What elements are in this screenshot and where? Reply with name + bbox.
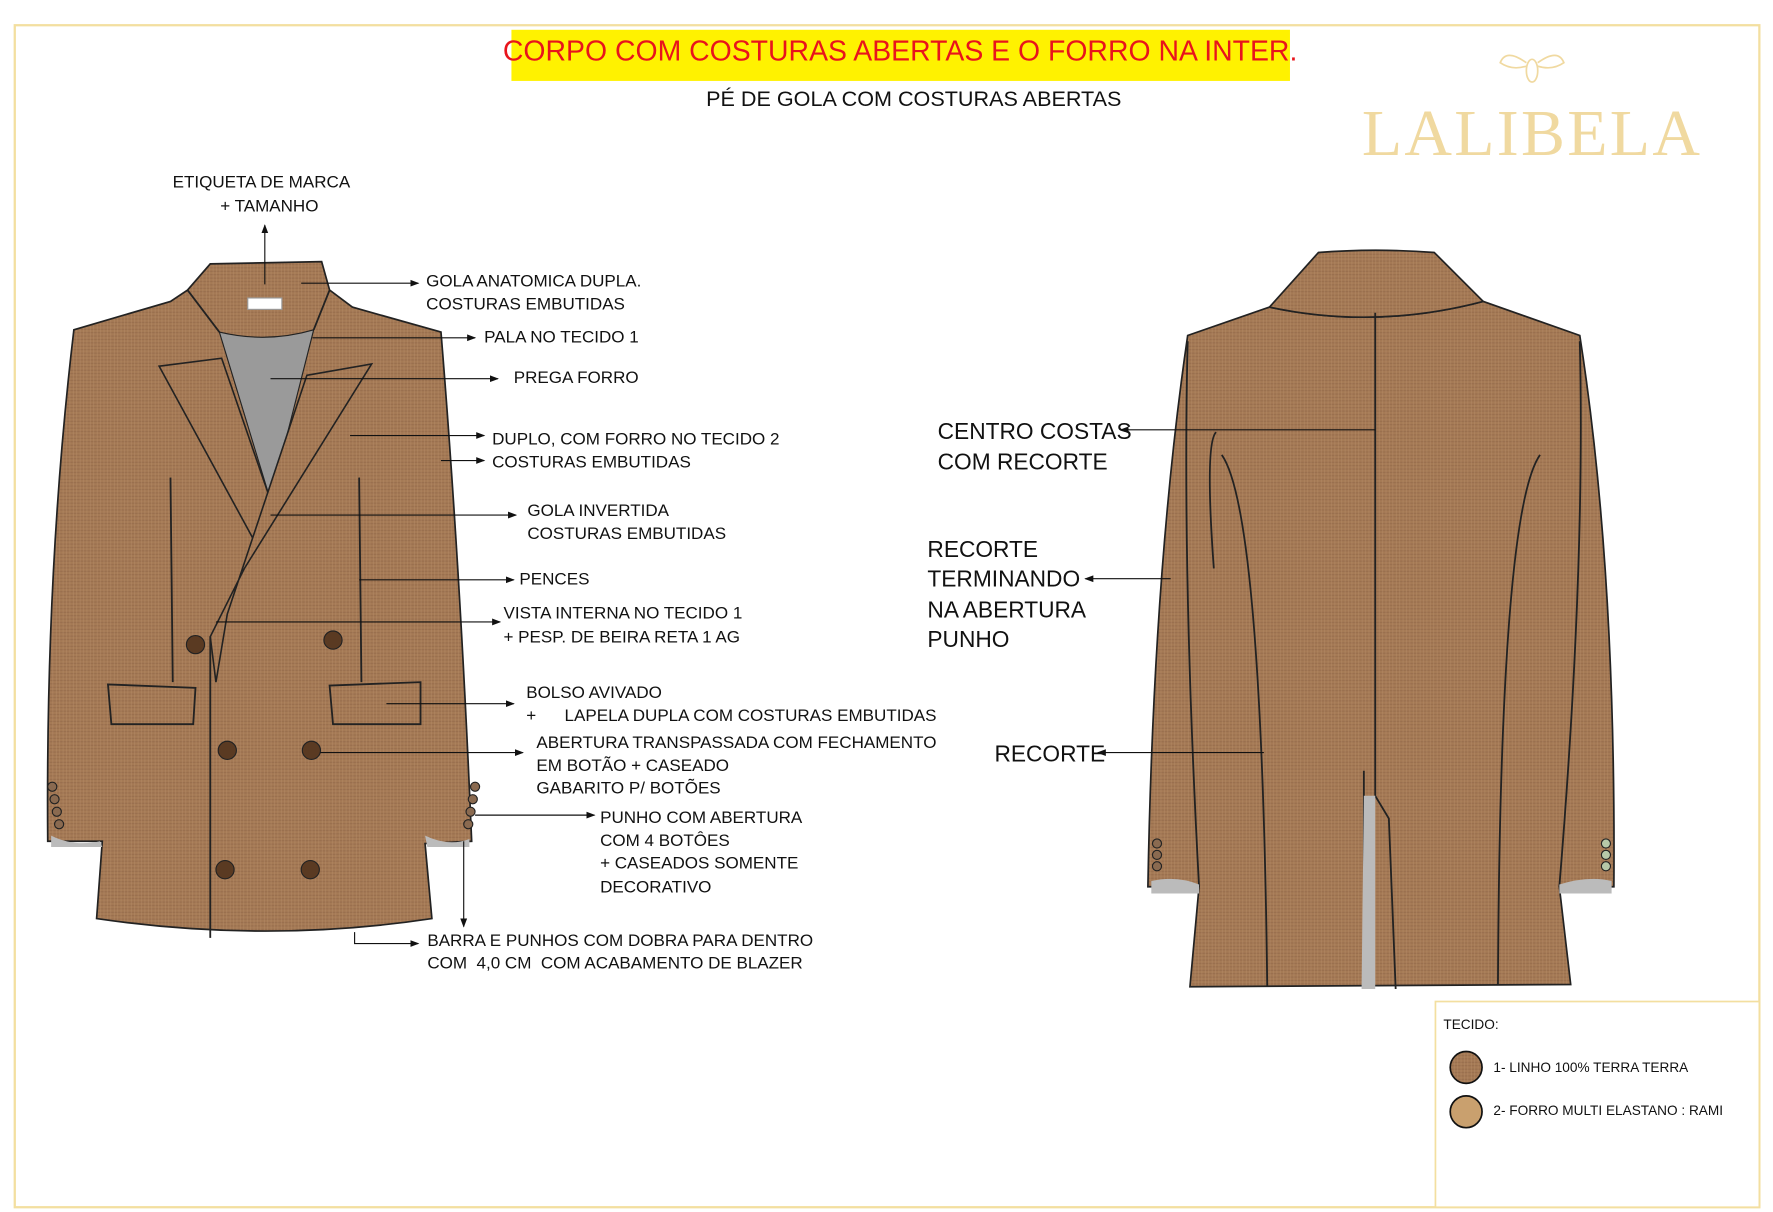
label-etiqueta-2: + TAMANHO bbox=[220, 197, 318, 216]
label-abertura-3: GABARITO P/ BOTÕES bbox=[536, 778, 720, 798]
label-punho-2: COM 4 BOTÔES bbox=[600, 831, 730, 850]
label-duplo-2: COSTURAS EMBUTIDAS bbox=[492, 452, 691, 471]
legend-title: TECIDO: bbox=[1443, 1017, 1498, 1032]
front-jacket-drawing bbox=[46, 260, 481, 938]
label-recorte-punho-1: RECORTE bbox=[927, 536, 1038, 562]
legend-item-2: 2- FORRO MULTI ELASTANO : RAMI bbox=[1493, 1103, 1723, 1118]
swatch-linho bbox=[1449, 1050, 1483, 1085]
label-recorte: RECORTE bbox=[994, 741, 1105, 767]
label-recorte-punho-4: PUNHO bbox=[927, 626, 1009, 652]
label-gola-anatomica-2: COSTURAS EMBUTIDAS bbox=[426, 294, 625, 313]
label-duplo-1: DUPLO, COM FORRO NO TECIDO 2 bbox=[492, 430, 779, 449]
page-border bbox=[13, 24, 1761, 1209]
label-etiqueta-1: ETIQUETA DE MARCA bbox=[173, 173, 351, 192]
label-pala: PALA NO TECIDO 1 bbox=[484, 327, 639, 346]
legend-item-1: 1- LINHO 100% TERRA TERRA bbox=[1493, 1060, 1689, 1075]
label-gola-anatomica-1: GOLA ANATOMICA DUPLA. bbox=[426, 272, 641, 291]
label-barra-1: BARRA E PUNHOS COM DOBRA PARA DENTRO bbox=[427, 931, 813, 950]
swatch-forro bbox=[1449, 1094, 1483, 1129]
banner-bg bbox=[511, 29, 1290, 81]
label-punho-4: DECORATIVO bbox=[600, 877, 711, 896]
label-prega: PREGA FORRO bbox=[514, 368, 639, 387]
label-abertura-1: ABERTURA TRANSPASSADA COM FECHAMENTO bbox=[536, 733, 936, 752]
label-recorte-punho-2: TERMINANDO bbox=[927, 566, 1080, 592]
label-gola-invertida-1: GOLA INVERTIDA bbox=[527, 501, 669, 520]
label-vista-1: VISTA INTERNA NO TECIDO 1 bbox=[503, 604, 742, 623]
label-pences: PENCES bbox=[519, 569, 589, 588]
label-barra-2: COM 4,0 CM COM ACABAMENTO DE BLAZER bbox=[427, 954, 802, 973]
label-centro-1: CENTRO COSTAS bbox=[938, 418, 1132, 444]
label-gola-invertida-2: COSTURAS EMBUTIDAS bbox=[527, 524, 726, 543]
subtitle: PÉ DE GOLA COM COSTURAS ABERTAS bbox=[706, 86, 1121, 111]
back-labels: CENTRO COSTAS COM RECORTE RECORTE TERMIN… bbox=[927, 418, 1131, 767]
label-bolso-2: + LAPELA DUPLA COM COSTURAS EMBUTIDAS bbox=[526, 706, 936, 725]
banner-title: CORPO COM COSTURAS ABERTAS E O FORRO NA … bbox=[503, 35, 1297, 67]
label-recorte-punho-3: NA ABERTURA bbox=[927, 596, 1087, 622]
label-centro-2: COM RECORTE bbox=[938, 449, 1108, 475]
front-labels: ETIQUETA DE MARCA + TAMANHO GOLA ANATOMI… bbox=[173, 173, 937, 973]
fabric-legend: TECIDO: 1- LINHO 100% TERRA TERRA 2- FOR… bbox=[1434, 1000, 1761, 1209]
back-jacket-drawing bbox=[1147, 249, 1615, 990]
label-bolso-1: BOLSO AVIVADO bbox=[526, 683, 662, 702]
label-abertura-2: EM BOTÃO + CASEADO bbox=[536, 755, 729, 775]
label-vista-2: + PESP. DE BEIRA RETA 1 AG bbox=[503, 627, 739, 646]
label-punho-3: + CASEADOS SOMENTE bbox=[600, 854, 798, 873]
bee-icon bbox=[1499, 54, 1565, 83]
back-leader-lines bbox=[1084, 426, 1376, 757]
front-leader-lines bbox=[215, 224, 596, 947]
logo-text: LALIBELA bbox=[1362, 97, 1702, 170]
label-punho-1: PUNHO COM ABERTURA bbox=[600, 808, 803, 827]
jacket-buttons bbox=[185, 630, 343, 880]
